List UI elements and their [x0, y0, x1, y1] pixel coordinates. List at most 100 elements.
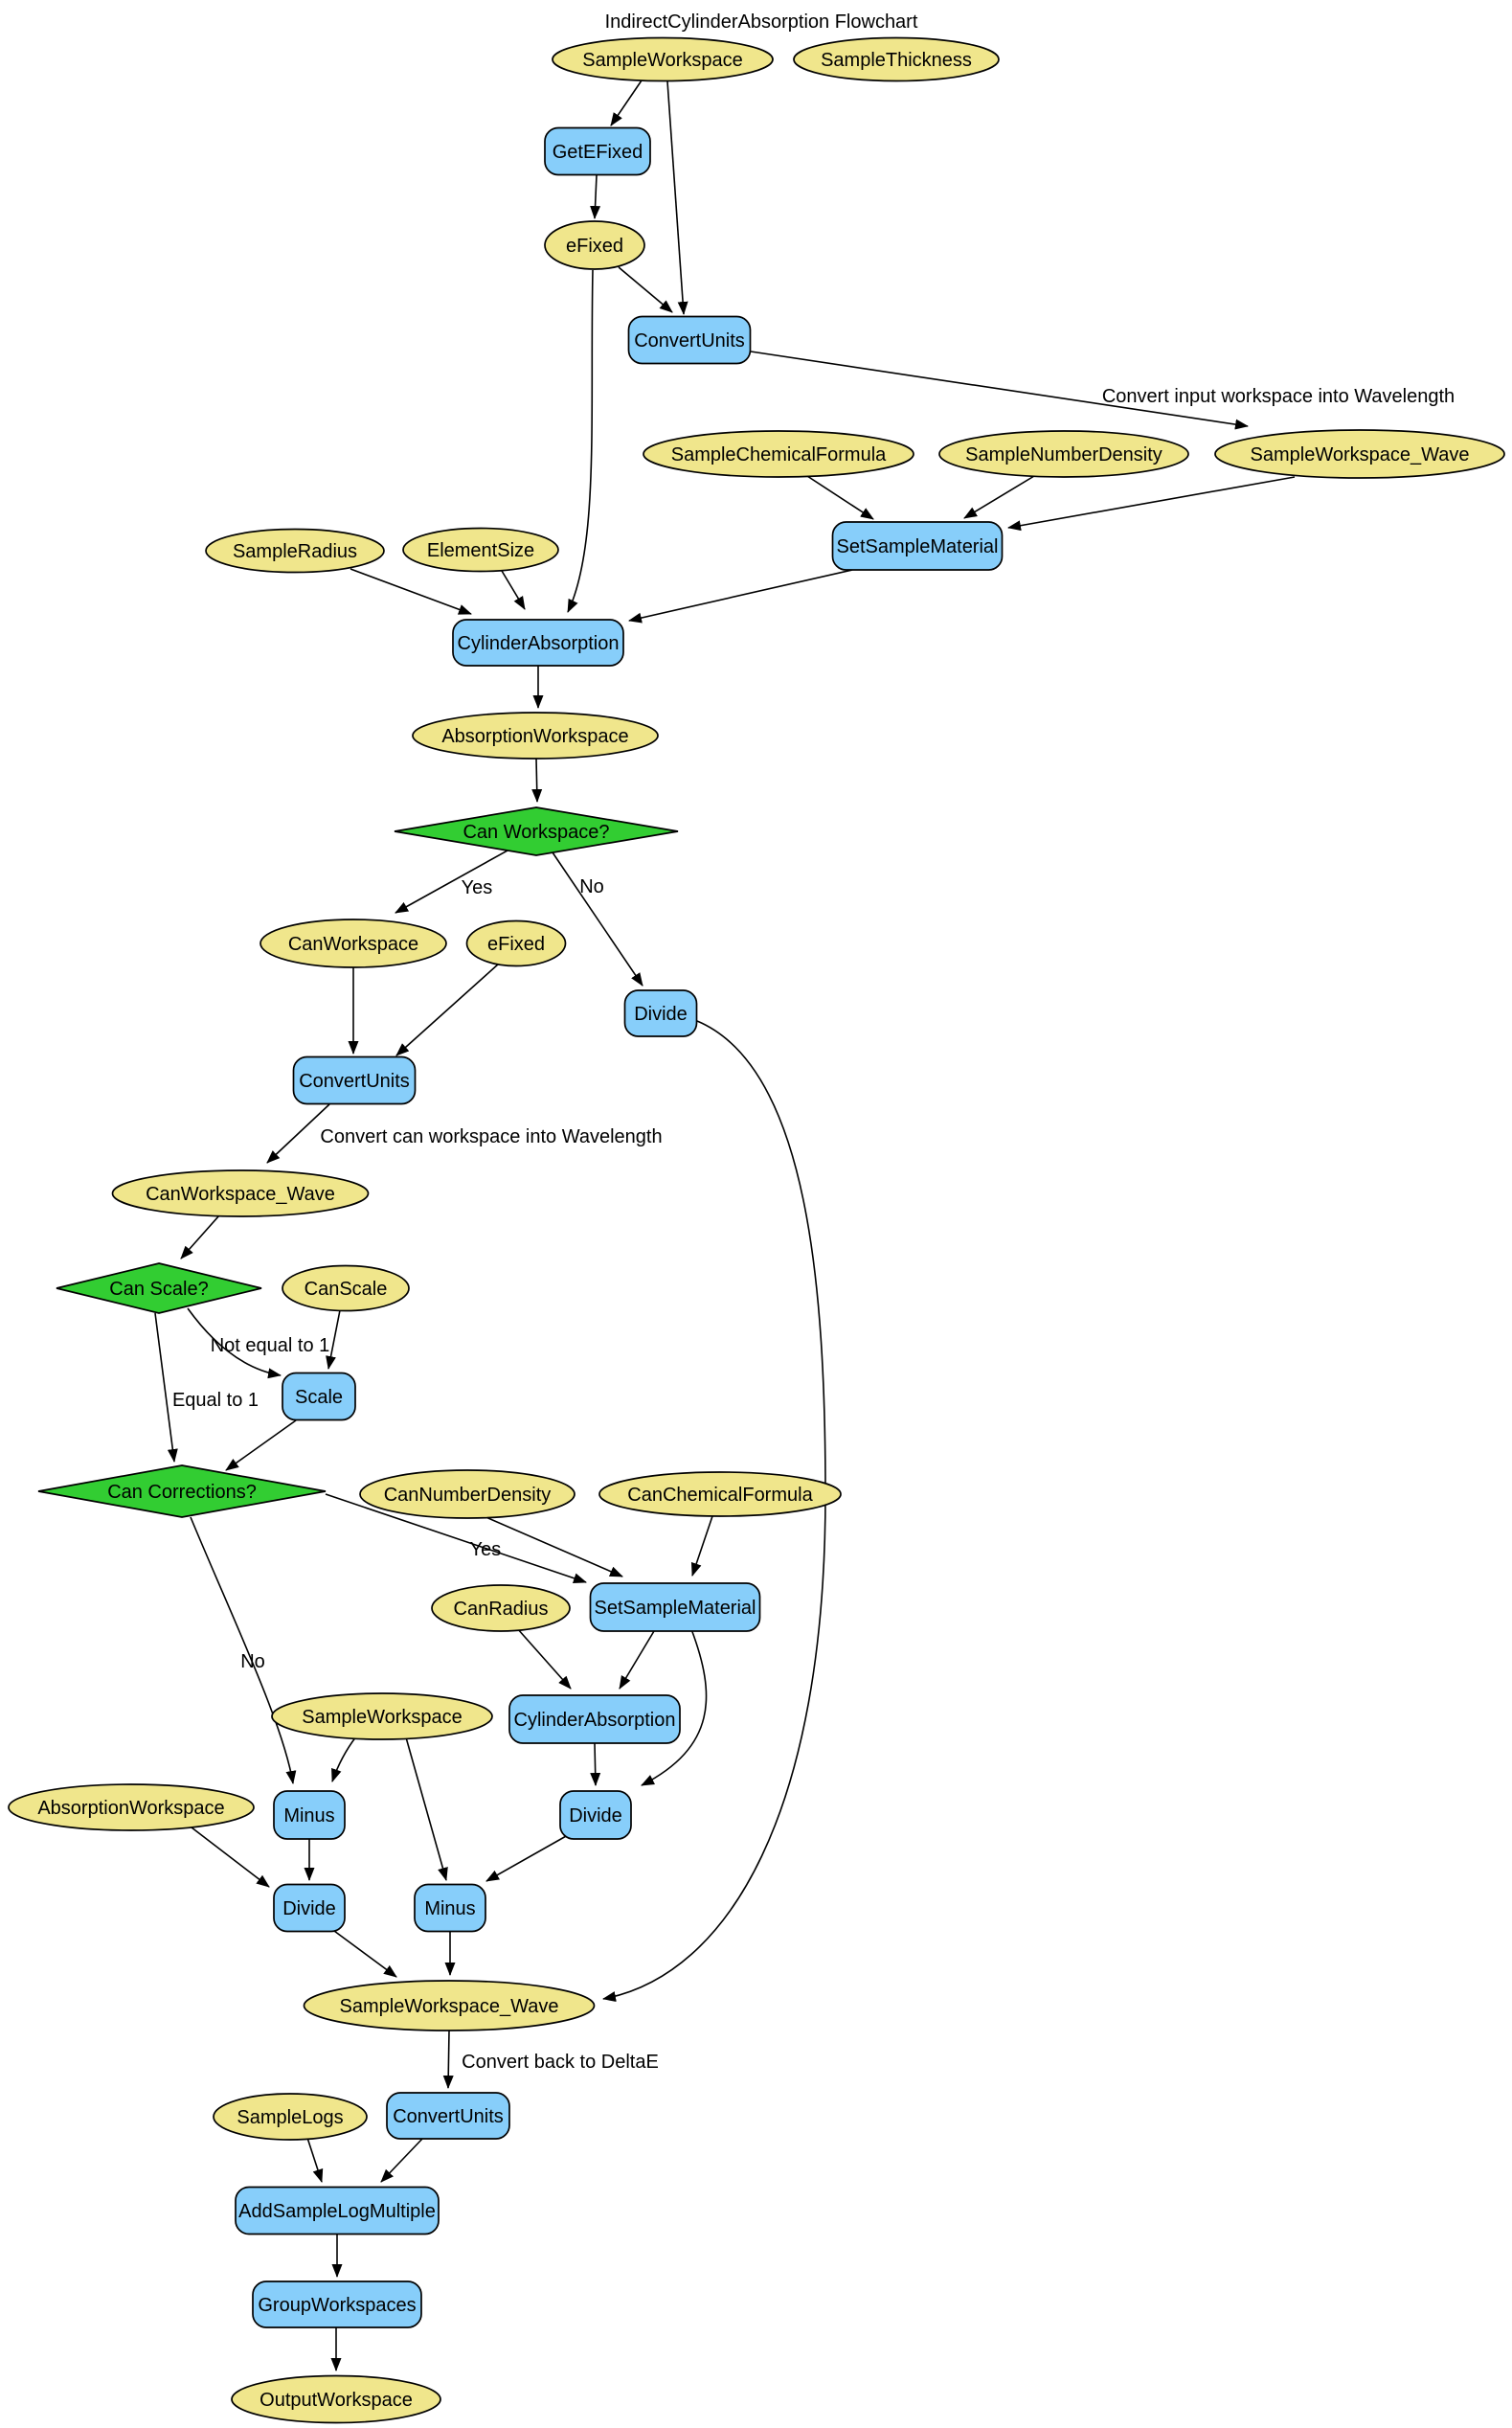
edge-absorption-workspace-1-to-can-workspace-q — [531, 758, 543, 803]
sample-logs-label: SampleLogs — [237, 2107, 343, 2128]
node-sample-logs: SampleLogs — [213, 2093, 368, 2141]
node-sample-radius: SampleRadius — [205, 528, 385, 574]
edge-label-can-corrections-q-to-minus-1: No — [240, 1651, 265, 1672]
edge-sample-workspace-wave-2-to-convert-units-3 — [442, 2030, 454, 2089]
can-scale-q-shape — [56, 1262, 262, 1314]
edge-efixed-1-to-cylinder-absorption-1 — [567, 269, 594, 613]
sample-thickness-shape — [793, 36, 1000, 82]
edge-set-sample-material-2-to-divide-2 — [641, 1628, 708, 1786]
node-add-sample-log-multiple: AddSampleLogMultiple — [235, 2186, 440, 2235]
edge-set-sample-material-2-to-cylinder-absorption-2 — [619, 1630, 655, 1690]
edge-absorption-workspace-2-to-divide-3 — [191, 1827, 270, 1888]
diagram-title: IndirectCylinderAbsorption Flowchart — [605, 11, 918, 33]
edges-layer — [154, 79, 1296, 2371]
sample-workspace-wave-1-label: SampleWorkspace_Wave — [1251, 444, 1470, 465]
edge-scale-to-can-corrections-q — [225, 1419, 297, 1471]
edge-label-can-corrections-q-to-set-sample-material-2: Yes — [470, 1539, 502, 1560]
edge-sample-workspace-1-to-get-efixed — [610, 79, 643, 126]
node-absorption-workspace-2: AbsorptionWorkspace — [8, 1783, 255, 1831]
node-minus-2: Minus — [414, 1883, 486, 1933]
node-can-chemical-formula: CanChemicalFormula — [598, 1471, 842, 1517]
node-get-efixed: GetEFixed — [544, 126, 651, 176]
can-scale-q-label: Can Scale? — [109, 1279, 208, 1300]
absorption-workspace-1-shape — [412, 712, 659, 760]
set-sample-material-1-shape — [831, 521, 1004, 571]
node-set-sample-material-2: SetSampleMaterial — [589, 1582, 761, 1632]
edge-label-convert-units-2-to-can-workspace-wave: Convert can workspace into Wavelength — [320, 1126, 662, 1147]
node-can-workspace-q: Can Workspace? — [394, 806, 679, 856]
convert-units-1-label: ConvertUnits — [634, 330, 745, 352]
sample-workspace-2-label: SampleWorkspace — [302, 1707, 462, 1728]
get-efixed-label: GetEFixed — [553, 142, 643, 163]
node-element-size: ElementSize — [402, 527, 559, 573]
group-workspaces-label: GroupWorkspaces — [258, 2295, 416, 2316]
node-convert-units-2: ConvertUnits — [292, 1055, 417, 1105]
edge-can-workspace-q-to-divide-1 — [552, 851, 643, 987]
edge-can-corrections-q-to-minus-1 — [190, 1516, 297, 1784]
edge-label-can-scale-q-to-can-corrections-q: Equal to 1 — [172, 1390, 259, 1411]
can-number-density-label: CanNumberDensity — [384, 1485, 552, 1506]
node-scale: Scale — [282, 1372, 356, 1421]
node-convert-units-3: ConvertUnits — [386, 2092, 510, 2140]
node-convert-units-1: ConvertUnits — [627, 315, 752, 365]
node-cylinder-absorption-2: CylinderAbsorption — [508, 1694, 681, 1744]
edge-sample-radius-to-cylinder-absorption-1 — [350, 568, 472, 615]
sample-workspace-2-shape — [271, 1692, 493, 1740]
efixed-1-label: eFixed — [566, 236, 623, 257]
convert-units-1-shape — [627, 315, 752, 365]
node-can-workspace-wave: CanWorkspace_Wave — [111, 1169, 370, 1217]
divide-3-shape — [273, 1883, 346, 1933]
set-sample-material-2-shape — [589, 1582, 761, 1632]
node-sample-workspace-wave-2: SampleWorkspace_Wave — [303, 1980, 596, 2031]
node-sample-thickness: SampleThickness — [793, 36, 1000, 82]
node-can-number-density: CanNumberDensity — [359, 1469, 575, 1519]
can-scale-label: CanScale — [305, 1279, 388, 1300]
node-sample-workspace-2: SampleWorkspace — [271, 1692, 493, 1740]
element-size-shape — [402, 527, 559, 573]
node-set-sample-material-1: SetSampleMaterial — [831, 521, 1004, 571]
set-sample-material-2-label: SetSampleMaterial — [595, 1598, 756, 1619]
convert-units-3-label: ConvertUnits — [393, 2106, 504, 2127]
absorption-workspace-2-label: AbsorptionWorkspace — [37, 1798, 224, 1819]
node-efixed-1: eFixed — [544, 220, 645, 270]
can-workspace-wave-shape — [111, 1169, 370, 1217]
edge-can-workspace-wave-to-can-scale-q — [180, 1214, 220, 1259]
minus-2-label: Minus — [424, 1898, 475, 1919]
edge-convert-units-1-to-sample-workspace-wave-1 — [750, 351, 1249, 430]
efixed-2-shape — [465, 919, 567, 967]
set-sample-material-1-label: SetSampleMaterial — [837, 536, 999, 557]
edge-divide-3-to-sample-workspace-wave-2 — [333, 1930, 397, 1978]
edge-element-size-to-cylinder-absorption-1 — [501, 570, 526, 610]
scale-label: Scale — [295, 1387, 343, 1408]
sample-number-density-label: SampleNumberDensity — [965, 444, 1162, 465]
edge-convert-units-2-to-can-workspace-wave — [266, 1103, 330, 1164]
node-divide-3: Divide — [273, 1883, 346, 1933]
edge-label-can-workspace-q-to-divide-1: No — [579, 876, 604, 897]
node-can-scale-q: Can Scale? — [56, 1262, 262, 1314]
can-workspace-q-label: Can Workspace? — [463, 822, 609, 843]
edge-convert-units-3-to-add-sample-log-multiple — [380, 2138, 423, 2183]
sample-chemical-formula-label: SampleChemicalFormula — [671, 444, 887, 465]
edge-label-sample-workspace-wave-2-to-convert-units-3: Convert back to DeltaE — [462, 2052, 659, 2073]
minus-1-label: Minus — [283, 1805, 334, 1827]
node-sample-number-density: SampleNumberDensity — [938, 430, 1189, 478]
edge-label-can-workspace-q-to-can-workspace: Yes — [462, 877, 493, 898]
can-corrections-q-label: Can Corrections? — [107, 1482, 257, 1503]
sample-workspace-1-shape — [552, 36, 774, 82]
node-efixed-2: eFixed — [465, 919, 567, 967]
edge-labels-layer: Convert input workspace into WavelengthY… — [172, 386, 1455, 2073]
edge-can-scale-q-to-can-corrections-q — [154, 1312, 178, 1463]
can-number-density-shape — [359, 1469, 575, 1519]
edge-sample-workspace-1-to-convert-units-1 — [666, 80, 688, 315]
convert-units-2-label: ConvertUnits — [299, 1071, 410, 1092]
convert-units-3-shape — [386, 2092, 510, 2140]
node-can-scale: CanScale — [282, 1264, 410, 1312]
edge-can-scale-to-scale — [326, 1309, 341, 1370]
can-chemical-formula-label: CanChemicalFormula — [627, 1485, 813, 1506]
edge-sample-number-density-to-set-sample-material-1 — [963, 475, 1035, 519]
can-workspace-wave-label: CanWorkspace_Wave — [146, 1184, 335, 1205]
edge-efixed-2-to-convert-units-2 — [395, 963, 500, 1056]
add-sample-log-multiple-shape — [235, 2186, 440, 2235]
minus-1-shape — [273, 1790, 346, 1840]
